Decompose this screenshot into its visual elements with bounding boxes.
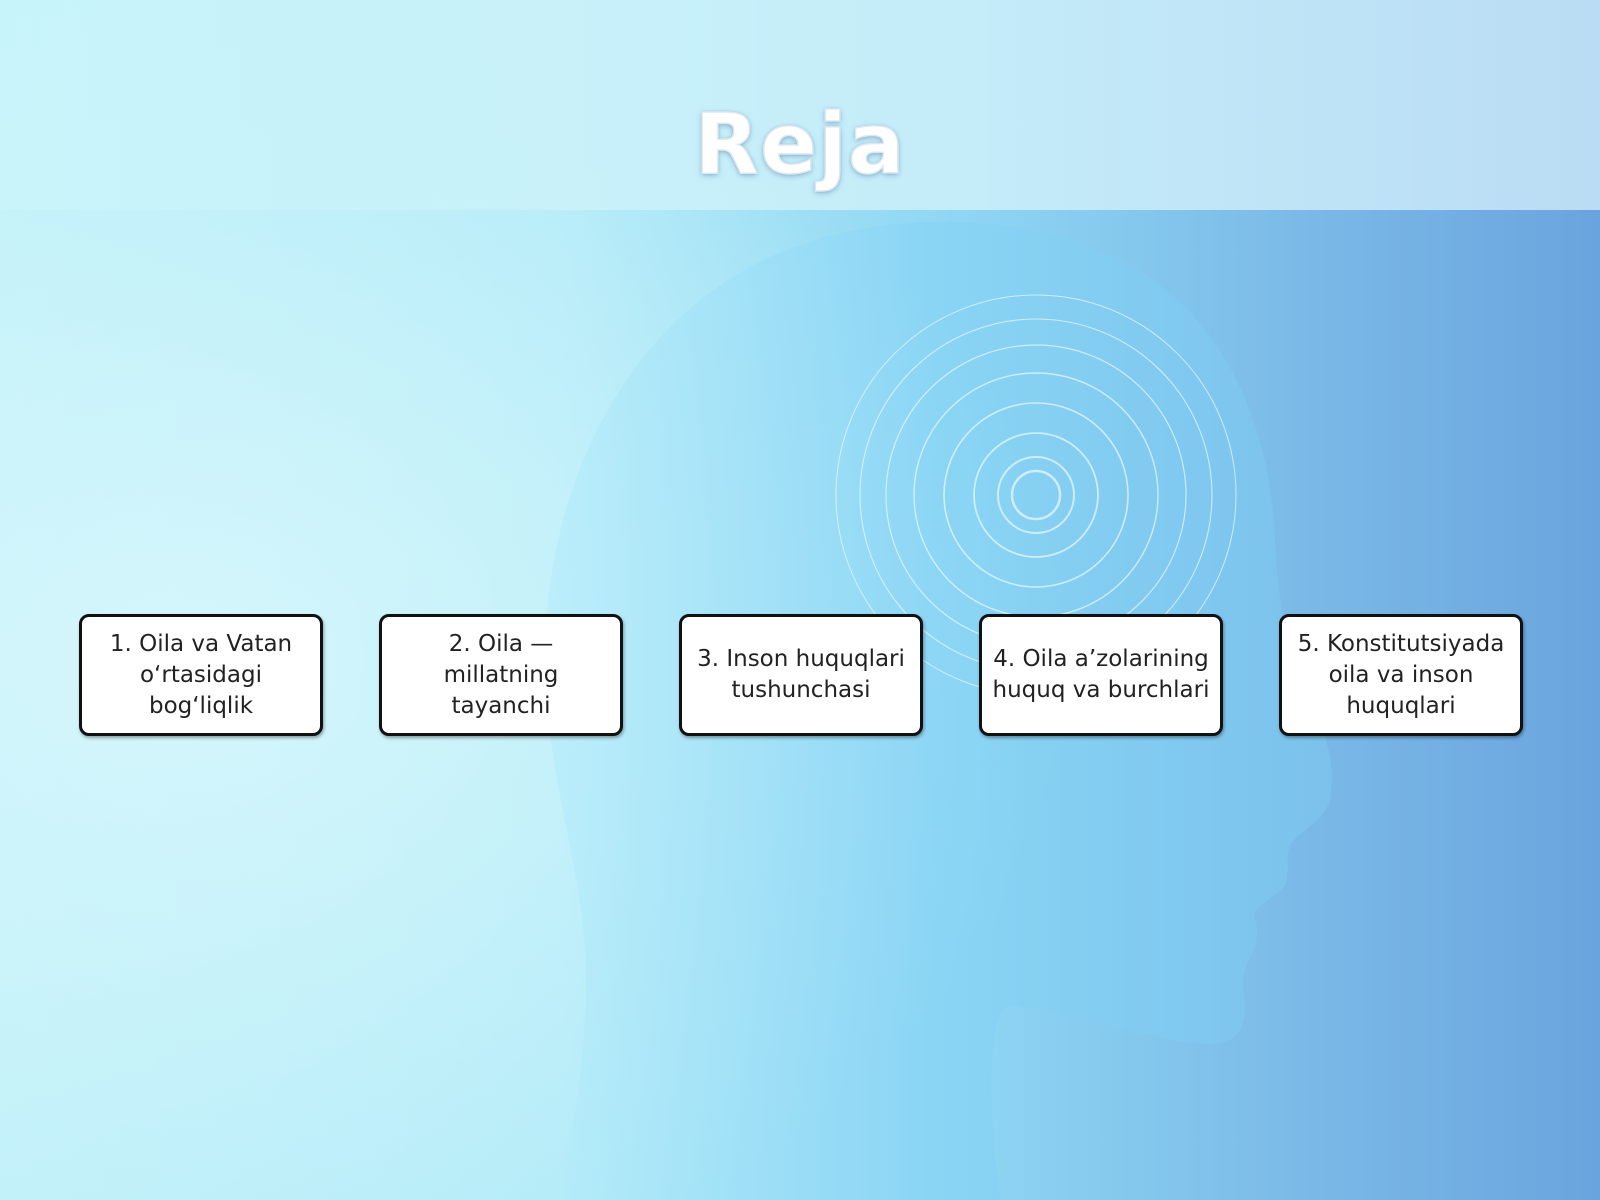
- plan-item-label: 1. Oila va Vatan o‘rtasidagi bog‘liqlik: [109, 630, 293, 719]
- plan-item-label: 5. Konstitutsiyada oila va inson huquqla…: [1297, 630, 1505, 719]
- plan-item-4: 4. Oila a’zolarining huquq va burchlari: [979, 614, 1223, 736]
- plan-item-5: 5. Konstitutsiyada oila va inson huquqla…: [1279, 614, 1523, 736]
- plan-items-row: 1. Oila va Vatan o‘rtasidagi bog‘liqlik …: [0, 614, 1600, 736]
- title-band: [0, 0, 1600, 210]
- slide-title: Reja: [694, 95, 906, 193]
- head-silhouette-graphic: [545, 221, 1332, 1200]
- plan-item-label: 4. Oila a’zolarining huquq va burchlari: [992, 646, 1210, 703]
- plan-item-3: 3. Inson huquqlari tushunchasi: [679, 614, 923, 736]
- plan-item-1: 1. Oila va Vatan o‘rtasidagi bog‘liqlik: [79, 614, 323, 736]
- plan-item-label: 3. Inson huquqlari tushunchasi: [697, 646, 905, 703]
- plan-item-label: 2. Oila — millatning tayanchi: [443, 630, 559, 719]
- plan-item-2: 2. Oila — millatning tayanchi: [379, 614, 623, 736]
